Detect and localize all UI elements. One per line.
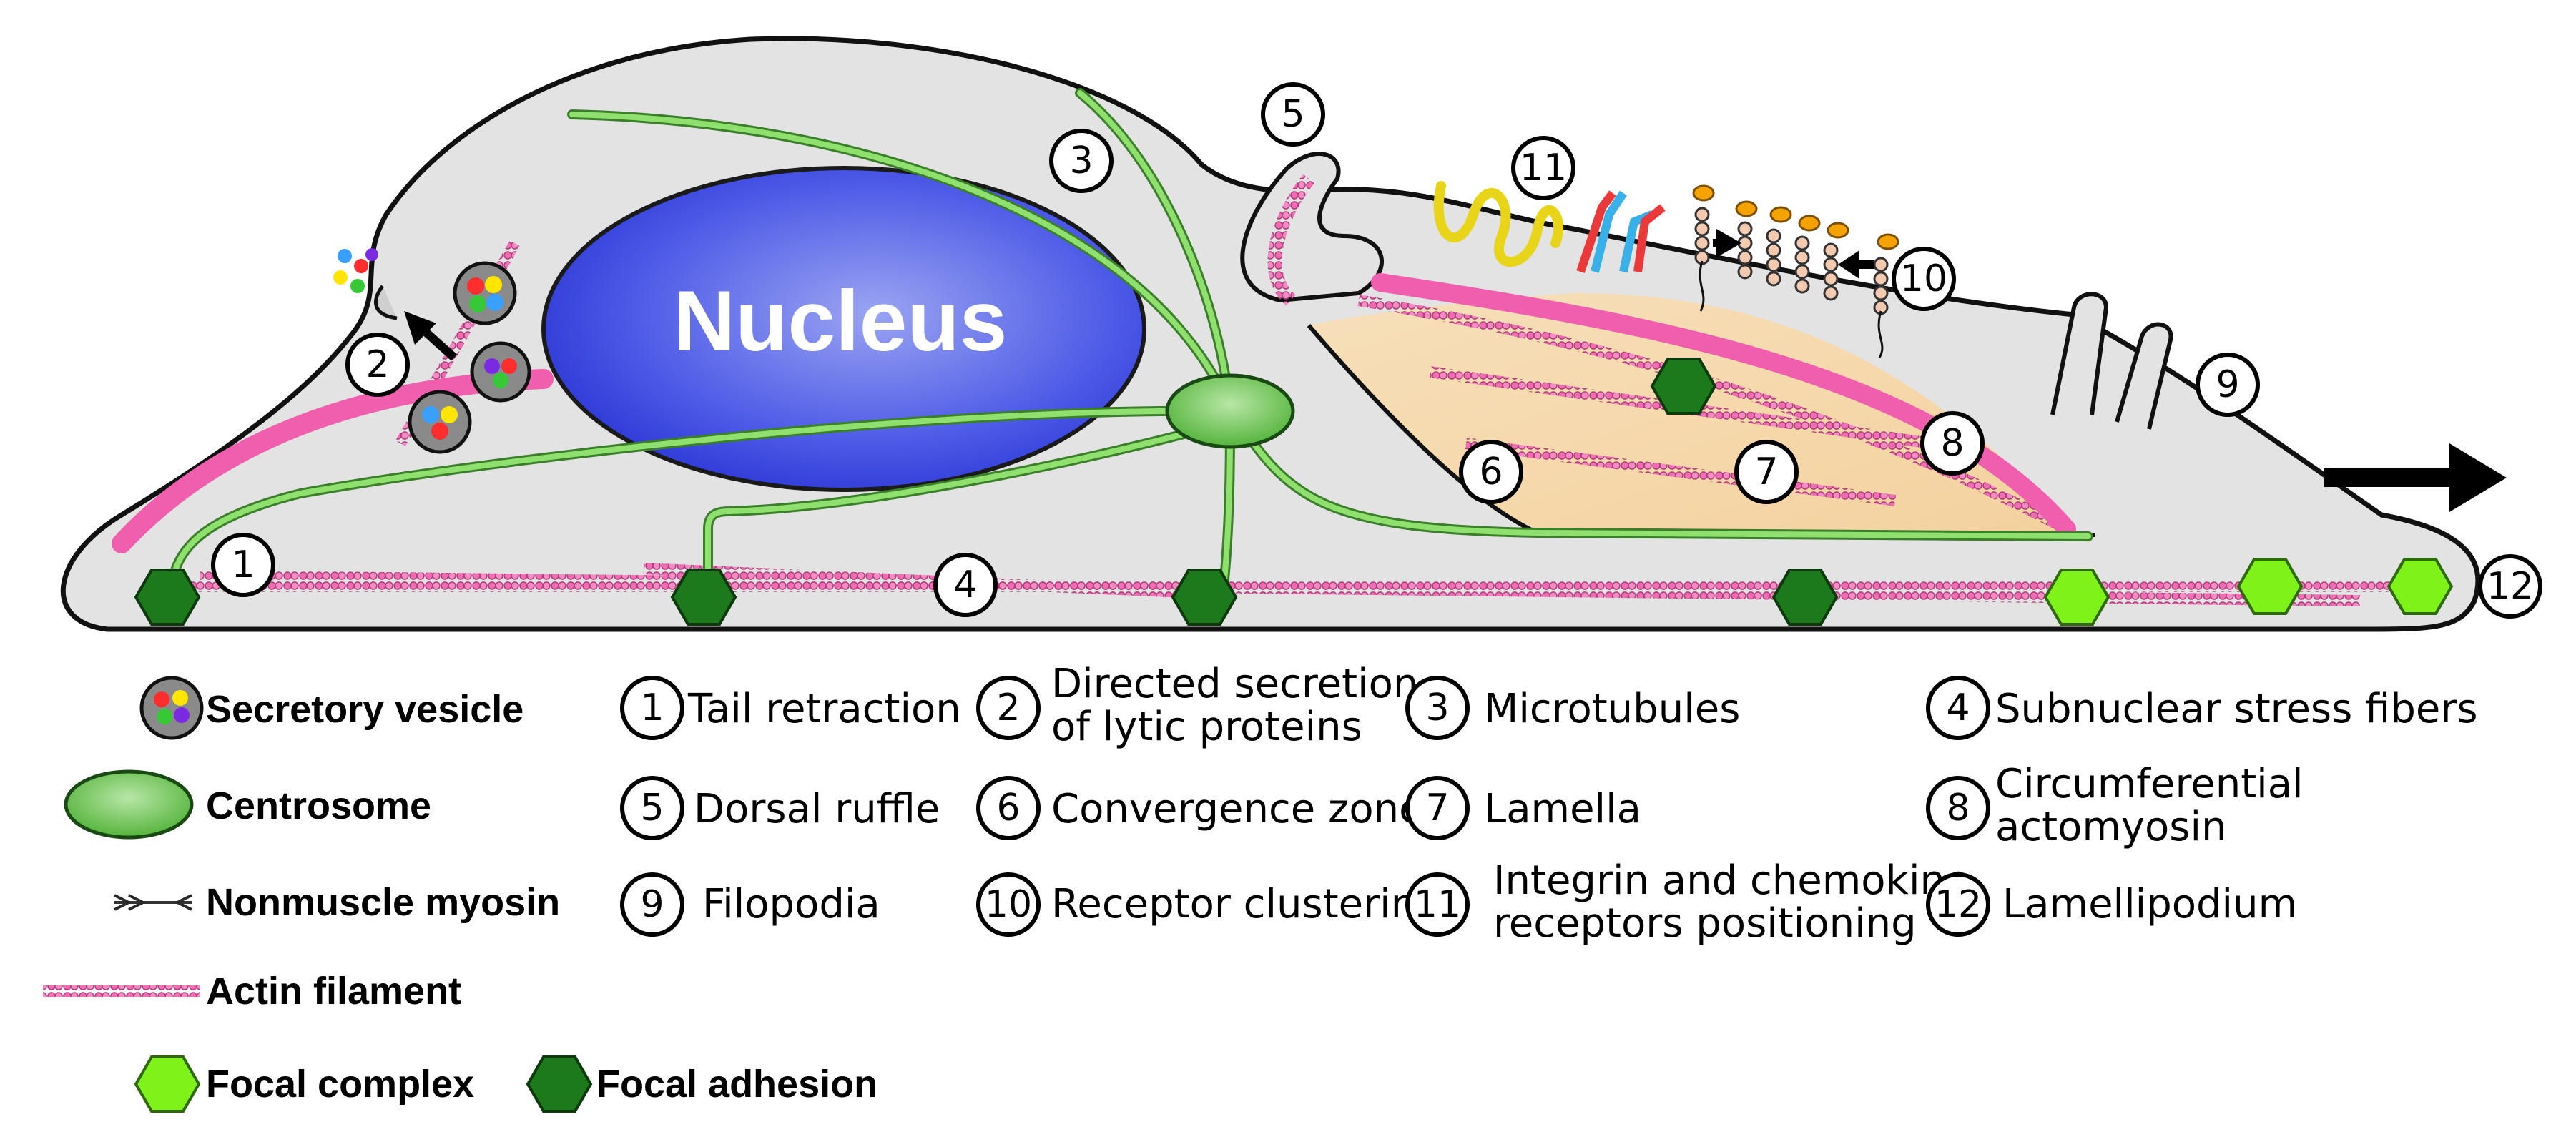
svg-text:9: 9 xyxy=(640,883,664,926)
migration-arrow xyxy=(2324,443,2507,512)
svg-text:receptors positioning: receptors positioning xyxy=(1493,900,1917,947)
svg-text:12: 12 xyxy=(2487,565,2534,608)
svg-text:6: 6 xyxy=(1479,451,1503,493)
svg-text:8: 8 xyxy=(1940,422,1964,465)
svg-text:9: 9 xyxy=(2216,363,2239,406)
nucleus xyxy=(541,166,1146,492)
focal-adhesions xyxy=(134,358,1839,626)
svg-text:1: 1 xyxy=(231,543,255,586)
centrosome xyxy=(1165,373,1295,449)
svg-text:Actin filament: Actin filament xyxy=(206,970,461,1013)
diagram-callouts: 1 2 3 4 5 6 7 8 9 10 11 12 xyxy=(211,82,2542,619)
legend-focal-adhesion: Focal adhesion xyxy=(526,1055,877,1113)
svg-text:Dorsal ruffle: Dorsal ruffle xyxy=(694,786,940,832)
svg-text:4: 4 xyxy=(953,563,977,606)
integrin-receptors xyxy=(1433,181,1666,273)
svg-text:7: 7 xyxy=(1425,787,1449,830)
svg-text:Tail retraction: Tail retraction xyxy=(687,686,961,732)
filopodia xyxy=(2050,292,2173,430)
svg-text:11: 11 xyxy=(1520,147,1567,190)
legend-secretory-vesicle: Secretory vesicle xyxy=(139,676,523,740)
svg-text:Circumferential: Circumferential xyxy=(1995,761,2304,807)
svg-text:Nonmuscle myosin: Nonmuscle myosin xyxy=(206,881,560,924)
receptor-cluster xyxy=(1692,184,1899,358)
svg-text:5: 5 xyxy=(1281,93,1304,136)
legend-numbered: 1 Tail retraction 2 Directed secretion o… xyxy=(620,661,2478,947)
svg-text:of lytic proteins: of lytic proteins xyxy=(1051,704,1362,750)
legend-centrosome: Centrosome xyxy=(64,769,431,840)
svg-text:Convergence zone: Convergence zone xyxy=(1051,786,1424,832)
lamella-boundary xyxy=(1307,324,2096,537)
svg-text:Directed secretion: Directed secretion xyxy=(1051,661,1418,707)
svg-text:Integrin and chemokine: Integrin and chemokine xyxy=(1493,857,1970,904)
svg-text:3: 3 xyxy=(1425,686,1449,729)
svg-text:Lamellipodium: Lamellipodium xyxy=(2002,881,2297,927)
svg-text:3: 3 xyxy=(1069,139,1093,182)
legend-focal-complex: Focal complex xyxy=(134,1055,474,1113)
nucleus-label: Nucleus xyxy=(674,273,1008,369)
svg-text:Focal complex: Focal complex xyxy=(206,1063,474,1106)
svg-text:1: 1 xyxy=(640,686,664,729)
svg-text:12: 12 xyxy=(1935,883,1982,926)
svg-text:Secretory vesicle: Secretory vesicle xyxy=(206,688,523,731)
svg-text:Microtubules: Microtubules xyxy=(1484,686,1740,732)
svg-text:2: 2 xyxy=(996,686,1020,729)
legend-symbols: Secretory vesicle Centrosome Nonmuscle m… xyxy=(43,676,877,1113)
svg-text:6: 6 xyxy=(996,787,1020,830)
svg-text:4: 4 xyxy=(1946,686,1970,729)
svg-text:11: 11 xyxy=(1414,883,1461,926)
svg-text:2: 2 xyxy=(365,343,389,386)
legend-nonmuscle-myosin: Nonmuscle myosin xyxy=(114,881,560,924)
svg-text:Filopodia: Filopodia xyxy=(702,881,880,927)
svg-text:Lamella: Lamella xyxy=(1484,786,1641,832)
circumferential-actomyosin xyxy=(1371,273,2076,538)
svg-text:10: 10 xyxy=(1900,257,1947,300)
svg-text:10: 10 xyxy=(985,883,1032,926)
svg-text:5: 5 xyxy=(640,787,664,830)
secretory-vesicles xyxy=(333,248,531,454)
focal-complexes xyxy=(2043,558,2454,626)
svg-text:Receptor clustering: Receptor clustering xyxy=(1051,881,1442,927)
svg-text:actomyosin: actomyosin xyxy=(1995,804,2227,850)
svg-text:8: 8 xyxy=(1946,787,1970,830)
stress-fiber-rear xyxy=(112,369,554,553)
legend-actin-filament: Actin filament xyxy=(43,970,461,1013)
svg-text:7: 7 xyxy=(1754,451,1778,493)
svg-text:Focal adhesion: Focal adhesion xyxy=(596,1063,877,1106)
svg-text:Centrosome: Centrosome xyxy=(206,784,431,827)
svg-text:Subnuclear stress fibers: Subnuclear stress fibers xyxy=(1995,686,2478,732)
